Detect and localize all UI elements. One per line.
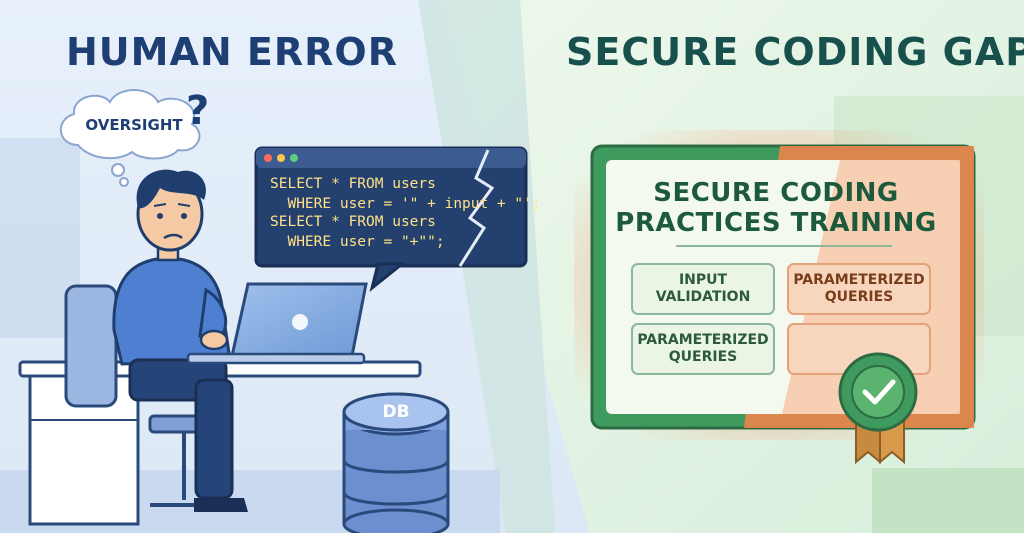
question-mark: ? xyxy=(186,88,210,134)
human-error-title: HUMAN ERROR xyxy=(66,30,398,74)
thought-cloud xyxy=(59,89,201,187)
code-line-1: SELECT * FROM users xyxy=(270,176,436,192)
certificate-title-line-1: SECURE CODING xyxy=(653,178,899,208)
code-line-4: WHERE user = "+""; xyxy=(270,234,445,250)
cell-line: PARAMETERIZED xyxy=(793,272,925,288)
cert-cell-parameterized-queries-2: PARAMETERIZED QUERIES xyxy=(631,332,775,366)
code-window xyxy=(254,146,528,292)
cert-cell-parameterized-queries-1: PARAMETERIZED QUERIES xyxy=(787,272,931,306)
code-line-2: WHERE user = '" + input + "'; xyxy=(270,196,541,212)
secure-coding-gap-title: SECURE CODING GAP xyxy=(566,30,1024,74)
checkmark-seal-icon xyxy=(838,352,918,465)
cert-cell-input-validation: INPUT VALIDATION xyxy=(631,272,775,306)
cell-line: QUERIES xyxy=(668,349,738,365)
laptop xyxy=(186,282,368,365)
database-label: DB xyxy=(382,402,410,422)
code-line-3: SELECT * FROM users xyxy=(270,214,436,230)
certificate-title-line-2: PRACTICES TRAINING xyxy=(615,208,937,238)
cell-line: INPUT xyxy=(678,272,728,288)
cell-line: PARAMETERIZED xyxy=(637,332,769,348)
thought-bubble-text: OVERSIGHT xyxy=(85,116,183,134)
database-icon xyxy=(342,392,450,533)
cell-line: VALIDATION xyxy=(655,289,751,305)
person xyxy=(112,169,248,512)
cell-line: QUERIES xyxy=(824,289,894,305)
bg-rect-2 xyxy=(872,468,1024,533)
